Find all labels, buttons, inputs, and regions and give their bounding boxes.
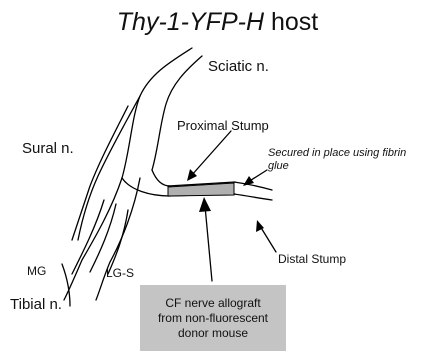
distal-stump-label: Distal Stump	[278, 252, 346, 266]
tibial-label: Tibial n.	[10, 296, 62, 313]
sciatic-nerve-right-edge	[152, 56, 202, 170]
nerve-branch-line	[72, 200, 104, 274]
distal-stump-arrow	[260, 226, 276, 252]
proximal-stump-label: Proximal Stump	[177, 118, 269, 133]
secured-label: Secured in place using fibrin glue	[268, 147, 428, 173]
sural-nerve-left-edge	[78, 96, 140, 240]
mg-label: MG	[27, 264, 46, 278]
proximal-stump-top	[152, 170, 170, 186]
diagram-title: Thy-1-YFP-H host	[0, 8, 435, 37]
graft-arrowhead	[199, 197, 211, 212]
nerve-branch-line	[108, 210, 128, 274]
lgs-label: LG-S	[106, 266, 134, 280]
title-plain: host	[264, 8, 318, 36]
sciatic-nerve-left-edge	[122, 48, 192, 178]
sciatic-label: Sciatic n.	[208, 58, 269, 75]
distal-stump-bottom	[234, 194, 272, 200]
secured-arrowhead	[243, 176, 254, 186]
proximal-stump-bottom	[122, 178, 170, 196]
proximal-stump-arrow	[191, 131, 231, 176]
callout-line: from non-fluorescent	[140, 311, 286, 326]
allograft-callout-box: CF nerve allograft from non-fluorescent …	[140, 285, 286, 351]
callout-line: CF nerve allograft	[140, 296, 286, 311]
nerve-branch-line	[62, 264, 70, 306]
callout-line: donor mouse	[140, 326, 286, 341]
tibial-nerve-right-edge	[96, 178, 140, 300]
graft-arrow	[205, 206, 212, 281]
sural-label: Sural n.	[22, 140, 74, 157]
title-italic: Thy-1-YFP-H	[117, 8, 264, 36]
